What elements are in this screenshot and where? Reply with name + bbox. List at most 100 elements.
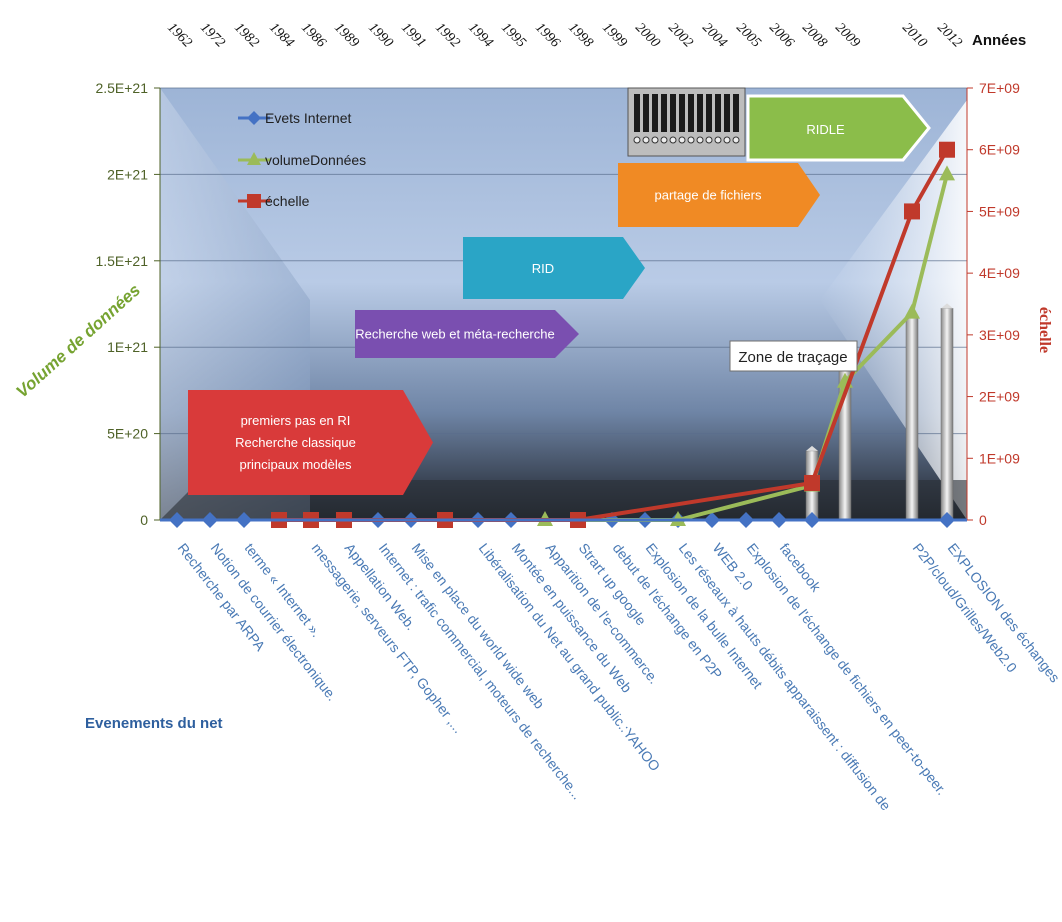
year-tick-label: 1995 [498, 20, 528, 50]
phase-arrow-shape [463, 237, 645, 299]
y-tick-label: 2E+21 [107, 166, 148, 182]
phase-label: Recherche web et méta-recherche [355, 327, 554, 342]
year-tick-label: 1991 [398, 20, 428, 50]
legend-item-echelle: échelle [238, 193, 310, 209]
y-tick-label: 1.5E+21 [95, 253, 148, 269]
rack-led [642, 136, 650, 144]
rack-slot [643, 94, 649, 132]
y-tick-label: 5E+20 [107, 426, 148, 442]
rack-slot [652, 94, 658, 132]
phase-arrow: partage de fichiers [618, 163, 820, 227]
phase-label: premiers pas en RI [241, 413, 351, 428]
legend: Evets Internet volumeDonnées échelle [238, 110, 366, 209]
year-tick-label: 2002 [665, 20, 695, 50]
year-tick-label: 2010 [899, 20, 929, 50]
phase-label: RIDLE [806, 122, 845, 137]
rack-slot [715, 94, 721, 132]
rack-slot [634, 94, 640, 132]
rack-led [687, 136, 695, 144]
y2-axis-title: échelle [1036, 307, 1053, 353]
y-tick-label: 1E+21 [107, 339, 148, 355]
data-pillar [905, 316, 919, 521]
year-tick-label: 1996 [532, 20, 562, 50]
rack-slot [724, 94, 730, 132]
year-tick-label: 1992 [432, 20, 462, 50]
phase-arrow-shape [355, 310, 579, 358]
series-point-square [804, 474, 820, 491]
rack-slot [733, 94, 739, 132]
rack-slot [706, 94, 712, 132]
legend-item-evets: Evets Internet [238, 110, 351, 126]
year-tick-label: 1990 [365, 20, 395, 50]
rack-slot [661, 94, 667, 132]
rack-led [705, 136, 713, 144]
y2-tick-label: 3E+09 [979, 327, 1020, 343]
phase-arrow: Recherche web et méta-recherche [355, 310, 579, 358]
series-point-triangle [939, 165, 955, 181]
phase-label: Recherche classique [235, 435, 356, 450]
rack-slot [670, 94, 676, 132]
series-point-square [904, 203, 920, 220]
events-axis-title: Evenements du net [85, 715, 223, 732]
y2-tick-label: 2E+09 [979, 389, 1020, 405]
data-pillar [940, 308, 954, 521]
rack-slot [679, 94, 685, 132]
year-tick-label: 2008 [799, 20, 829, 50]
phase-arrow: RID [463, 237, 645, 299]
year-tick-label: 1986 [298, 20, 328, 50]
rack-led [651, 136, 659, 144]
pillar-cap [806, 445, 818, 451]
rack-led [660, 136, 668, 144]
phase-label: partage de fichiers [655, 188, 762, 203]
y2-tick-label: 5E+09 [979, 203, 1020, 219]
y-tick-label: 2.5E+21 [95, 80, 148, 96]
rack-led [723, 136, 731, 144]
series-point-triangle [904, 303, 920, 319]
callout-text: Zone de traçage [738, 349, 847, 366]
rack-led [732, 136, 740, 144]
y2-tick-label: 1E+09 [979, 450, 1020, 466]
legend-label-evets: Evets Internet [265, 110, 351, 126]
year-tick-label: 2000 [632, 20, 662, 50]
year-tick-label: 2005 [733, 20, 763, 50]
y2-tick-label: 6E+09 [979, 142, 1020, 158]
rack-led [696, 136, 704, 144]
rack-led [678, 136, 686, 144]
year-tick-label: 2006 [766, 20, 796, 50]
phase-arrow-shape [746, 94, 931, 162]
year-tick-label: 1989 [331, 20, 361, 50]
series-point-square [939, 141, 955, 158]
x-axis-title: Années [972, 32, 1026, 49]
legend-label-echelle: échelle [265, 193, 310, 209]
legend-label-volume: volumeDonnées [265, 152, 366, 168]
year-tick-label: 1998 [565, 20, 595, 50]
rack-led [669, 136, 677, 144]
y2-tick-label: 0 [979, 512, 987, 528]
rack-led [714, 136, 722, 144]
legend-item-volume: volumeDonnées [238, 152, 366, 168]
rack-slot [697, 94, 703, 132]
rack-slot [688, 94, 694, 132]
server-rack-icon [627, 87, 746, 157]
rack-led [633, 136, 641, 144]
year-tick-label: 2012 [934, 20, 964, 50]
phase-arrow-shape [618, 163, 820, 227]
year-tick-label: 1999 [599, 20, 629, 50]
year-tick-label: 1972 [197, 20, 227, 50]
year-tick-label: 2009 [832, 20, 862, 50]
year-tick-label: 1962 [164, 20, 194, 50]
year-tick-label: 1982 [231, 20, 261, 50]
year-tick-label: 1984 [266, 20, 296, 50]
y2-tick-label: 7E+09 [979, 80, 1020, 96]
y-tick-label: 0 [140, 512, 148, 528]
pillar-cap [941, 303, 953, 309]
plot-right-glow [820, 100, 967, 520]
year-tick-label: 2004 [699, 20, 729, 50]
phase-arrow-shape [188, 390, 433, 495]
y2-tick-label: 4E+09 [979, 265, 1020, 281]
plot-area-callout: Zone de traçage [729, 340, 858, 372]
phase-label: RID [532, 261, 554, 276]
